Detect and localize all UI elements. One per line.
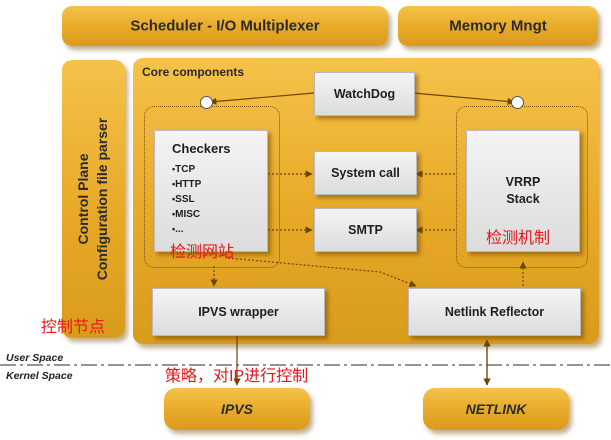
smtp-box: SMTP <box>314 208 417 252</box>
core-components-title: Core components <box>142 65 245 79</box>
netlink-kernel-label: NETLINK <box>465 401 527 417</box>
checkers-list: TCP HTTP SSL MISC ... <box>172 162 201 237</box>
smtp-label: SMTP <box>348 223 383 237</box>
system-call-label: System call <box>331 166 400 180</box>
scheduler-block: Scheduler - I/O Multiplexer <box>62 6 388 46</box>
control-annotation: 控制节点 <box>41 319 106 336</box>
control-plane-block: Control Plane Configuration file parser <box>62 60 125 338</box>
vrrp-line2: Stack <box>506 192 540 206</box>
checkers-to-reflector-line <box>227 257 417 288</box>
vrrp-annotation: 检测机制 <box>486 230 551 247</box>
watchdog-to-checkers-line <box>209 92 315 106</box>
vrrp-line1: VRRP <box>505 175 541 189</box>
checkers-socket-icon <box>200 96 213 109</box>
memory-label: Memory Mngt <box>449 17 547 35</box>
netlink-reflector-box: Netlink Reflector <box>408 288 581 336</box>
checkers-annotation: 检测网站 <box>170 244 235 261</box>
checkers-box: Checkers TCP HTTP SSL MISC ... <box>154 130 268 252</box>
netlink-kernel-block: NETLINK <box>423 388 569 430</box>
ipvs-wrapper-label: IPVS wrapper <box>198 305 279 319</box>
memory-block: Memory Mngt <box>398 6 598 46</box>
netlink-reflector-label: Netlink Reflector <box>444 305 545 319</box>
system-call-box: System call <box>314 151 417 195</box>
checkers-item: TCP <box>172 162 201 177</box>
vrrp-stack-box: VRRP Stack <box>466 130 580 252</box>
vrrp-socket-icon <box>511 96 524 109</box>
kernel-space-label: Kernel Space <box>6 370 73 382</box>
scheduler-label: Scheduler - I/O Multiplexer <box>130 17 320 35</box>
checkers-item: ... <box>172 222 201 237</box>
ipvs-annotation: 策略，对IP进行控制 <box>165 368 309 385</box>
ipvs-wrapper-box: IPVS wrapper <box>152 288 325 336</box>
user-space-label: User Space <box>6 352 64 364</box>
watchdog-to-vrrp-line <box>412 92 515 106</box>
ipvs-kernel-block: IPVS <box>164 388 310 430</box>
vrrp-label: VRRP Stack <box>467 174 579 208</box>
checkers-group <box>144 106 280 268</box>
checkers-item: MISC <box>172 207 201 222</box>
checkers-item: SSL <box>172 192 201 207</box>
checkers-item: HTTP <box>172 177 201 192</box>
watchdog-box: WatchDog <box>314 72 415 116</box>
watchdog-label: WatchDog <box>333 87 396 101</box>
checkers-title: Checkers <box>172 141 231 156</box>
ipvs-kernel-label: IPVS <box>221 401 253 417</box>
